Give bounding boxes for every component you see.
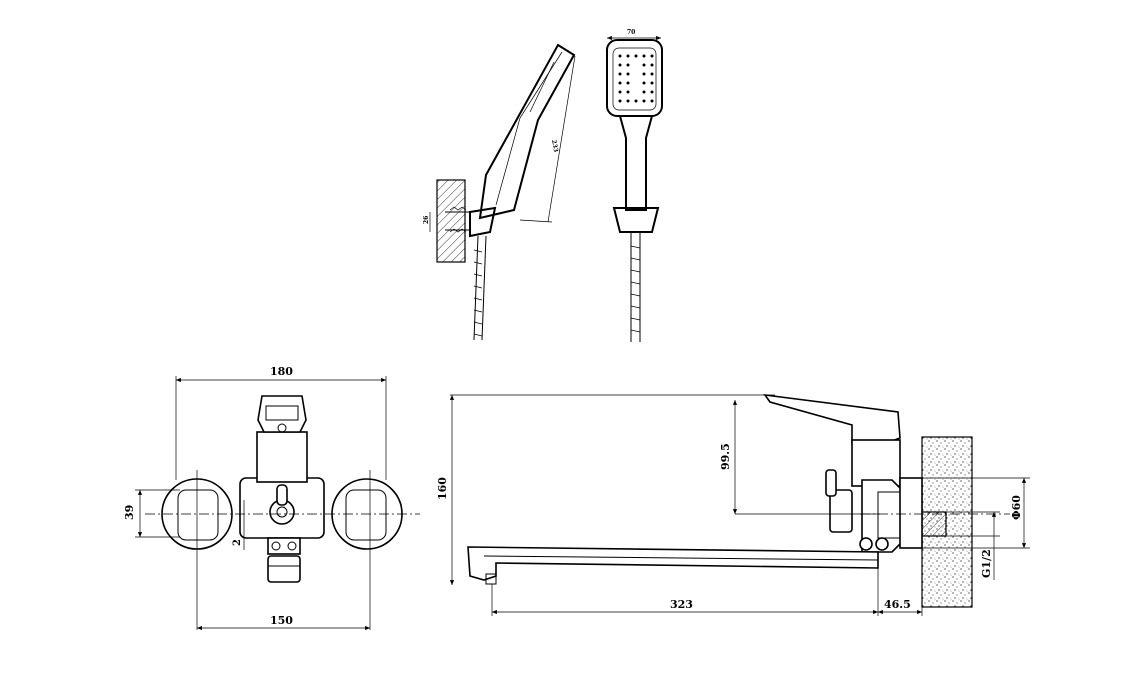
dim-shower-length: 233: [550, 139, 559, 153]
dim-shower-head-width: 70: [627, 29, 635, 36]
holder-side: [469, 206, 497, 238]
lever-side: [763, 393, 901, 447]
wall-block-top: [436, 179, 466, 263]
dim-holder-depth: 26: [423, 216, 430, 224]
hose-side: [473, 235, 487, 341]
hose-front: [630, 232, 641, 342]
outlet-thread: [267, 555, 301, 583]
diverter-knob-side: [829, 489, 853, 533]
holder-front: [612, 207, 660, 233]
shower-handle-front: [619, 115, 653, 211]
shower-front-view: 70: [606, 29, 663, 342]
dim-height-side: 160: [436, 477, 449, 500]
shower-nozzles: [618, 54, 654, 103]
dim-spout-length: 323: [670, 598, 693, 611]
lever-front: [257, 395, 307, 433]
dim-wall-offset: 46.5: [884, 598, 911, 611]
mixer-front-view: 180 39 2 150: [123, 365, 420, 631]
dim-escutcheon-diameter: Φ60: [1010, 495, 1023, 520]
dim-handle-height: 99.5: [719, 443, 732, 470]
mixer-side-view: 160 99.5 Φ60 G1/2: [436, 393, 1030, 616]
shower-head-front: [606, 39, 663, 117]
dim-width-bottom: 150: [270, 614, 293, 627]
spout-side: [467, 546, 879, 581]
shower-head-side: [478, 43, 576, 220]
dim-offset-small: 2: [232, 539, 243, 546]
diverter-column: [256, 431, 308, 483]
outlet-nut: [267, 537, 301, 555]
dim-height-left: 39: [123, 505, 136, 520]
dim-width-top: 180: [270, 365, 293, 378]
dim-thread: G1/2: [980, 549, 993, 578]
mixer-body-side: [851, 439, 901, 487]
shower-side-view: 233 26: [423, 43, 576, 341]
